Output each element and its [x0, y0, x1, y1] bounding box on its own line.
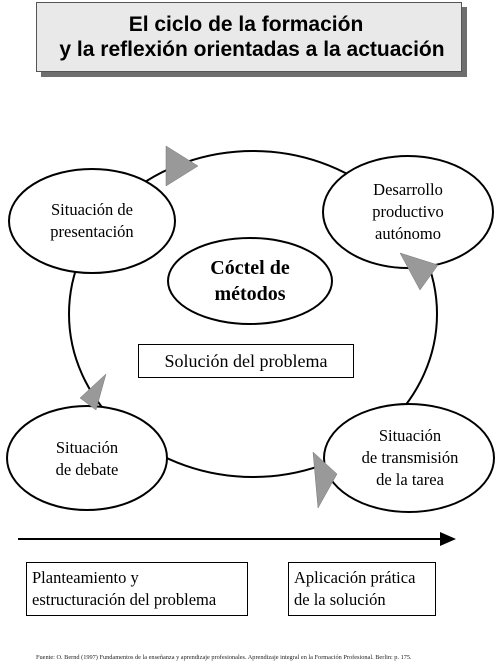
box-left-line-1: Planteamiento y: [32, 568, 139, 587]
cycle-arrowhead-top: [165, 145, 199, 187]
box-left-line-2: estructuración del problema: [32, 590, 217, 609]
node-situacion-debate: Situación de debate: [14, 413, 160, 505]
timeline-arrowhead: [440, 532, 456, 546]
box-right-line-2: de la solución: [294, 590, 386, 609]
title-line-2: y la reflexión orientadas a la actuación: [59, 38, 445, 61]
box-planteamiento: Planteamiento y estructuración del probl…: [26, 562, 248, 616]
node-situacion-presentacion: Situación de presentación: [17, 175, 167, 267]
diagram-title: El ciclo de la formación y la reflexión …: [36, 2, 462, 72]
node-top-right-line-2: productivo: [372, 202, 444, 221]
node-ellipse-bottom-right: [323, 403, 495, 513]
node-top-left-line-2: presentación: [50, 222, 134, 241]
node-top-right-line-1: Desarrollo: [373, 180, 443, 199]
box-right-line-1: Aplicación prática: [294, 568, 416, 587]
center-line-2: métodos: [214, 283, 286, 305]
node-top-right-line-3: autónomo: [375, 224, 441, 243]
node-bottom-right-line-2: de transmisión: [361, 448, 459, 467]
source-note: Fuente: O. Bernd (1997) Fundamentos de l…: [36, 654, 412, 661]
solution-box: Solución del problema: [138, 344, 354, 378]
node-ellipse-top-left: [8, 168, 176, 274]
node-desarrollo-productivo: Desarrollo productivo autónomo: [330, 160, 486, 264]
node-ellipse-bottom-left: [6, 405, 168, 511]
node-top-left-line-1: Situación de: [50, 200, 134, 219]
node-bottom-right-line-3: de la tarea: [376, 470, 444, 489]
cycle-loop: [68, 150, 438, 478]
node-bottom-right-line-1: Situación: [378, 426, 442, 445]
title-line-1: El ciclo de la formación: [128, 13, 364, 36]
cycle-arrowhead-right: [399, 252, 439, 291]
node-situacion-transmision: Situación de transmisión de la tarea: [332, 406, 488, 510]
center-coctel-metodos: Cóctel de métodos: [168, 238, 332, 324]
cycle-arrowhead-bottom: [312, 451, 338, 509]
node-bottom-left-line-2: de debate: [55, 460, 119, 479]
center-line-1: Cóctel de: [210, 257, 290, 279]
center-ellipse: [167, 237, 333, 325]
cycle-arrowhead-left: [79, 373, 107, 411]
box-aplicacion: Aplicación prática de la solución: [288, 562, 436, 616]
node-bottom-left-line-1: Situación: [55, 438, 119, 457]
solution-label: Solución del problema: [164, 350, 328, 371]
